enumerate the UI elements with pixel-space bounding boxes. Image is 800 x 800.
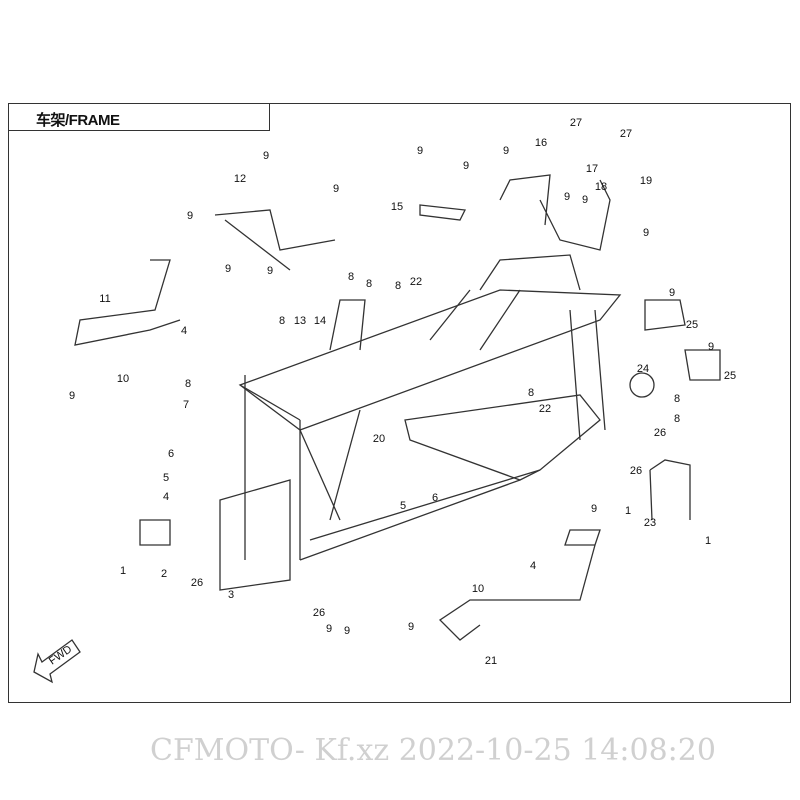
callout-9: 9: [463, 160, 469, 172]
watermark: CFMOTO- Kf.xz 2022-10-25 14:08:20: [150, 733, 716, 768]
callout-9: 9: [408, 621, 414, 633]
callout-19: 19: [640, 175, 652, 187]
callout-16: 16: [535, 137, 547, 149]
callout-7: 7: [183, 399, 189, 411]
callout-10: 10: [117, 373, 129, 385]
callout-9: 9: [669, 287, 675, 299]
callout-21: 21: [485, 655, 497, 667]
callout-26: 26: [191, 577, 203, 589]
callout-26: 26: [313, 607, 325, 619]
callout-8: 8: [348, 271, 354, 283]
callout-4: 4: [530, 560, 536, 572]
callout-5: 5: [400, 500, 406, 512]
callout-22: 22: [410, 276, 422, 288]
callout-9: 9: [225, 263, 231, 275]
callout-8: 8: [185, 378, 191, 390]
callout-9: 9: [333, 183, 339, 195]
callout-9: 9: [564, 191, 570, 203]
callout-9: 9: [344, 625, 350, 637]
callout-15: 15: [391, 201, 403, 213]
callout-9: 9: [503, 145, 509, 157]
diagram-title: 车架/FRAME: [36, 112, 120, 129]
watermark-text: CFMOTO- Kf.xz 2022-10-25 14:08:20: [150, 733, 716, 768]
fwd-label: FWD: [47, 643, 74, 667]
callout-5: 5: [163, 472, 169, 484]
callout-9: 9: [187, 210, 193, 222]
callout-9: 9: [643, 227, 649, 239]
callout-18: 18: [595, 181, 607, 193]
callout-9: 9: [708, 341, 714, 353]
atv-frame: [33, 174, 721, 684]
callout-26: 26: [630, 465, 642, 477]
callout-9: 9: [417, 145, 423, 157]
callout-2: 2: [161, 568, 167, 580]
callout-14: 14: [314, 315, 326, 327]
callout-8: 8: [395, 280, 401, 292]
callout-4: 4: [163, 491, 169, 503]
callout-8: 8: [366, 278, 372, 290]
callout-1: 1: [120, 565, 126, 577]
callout-25: 25: [724, 370, 736, 382]
callout-8: 8: [674, 393, 680, 405]
callout-4: 4: [181, 325, 187, 337]
callout-23: 23: [644, 517, 656, 529]
callout-9: 9: [326, 623, 332, 635]
callout-12: 12: [234, 173, 246, 185]
fwd-arrow-icon: [33, 639, 81, 684]
title-box: 车架/FRAME: [8, 103, 270, 131]
callout-9: 9: [591, 503, 597, 515]
callout-3: 3: [228, 589, 234, 601]
callout-26: 26: [654, 427, 666, 439]
callout-10: 10: [472, 583, 484, 595]
callout-27: 27: [620, 128, 632, 140]
diagram-border: [8, 103, 791, 703]
callout-8: 8: [279, 315, 285, 327]
callout-8: 8: [674, 413, 680, 425]
callout-13: 13: [294, 315, 306, 327]
callout-9: 9: [69, 390, 75, 402]
callout-8: 8: [528, 387, 534, 399]
callout-17: 17: [586, 163, 598, 175]
callout-1: 1: [625, 505, 631, 517]
callout-22: 22: [539, 403, 551, 415]
callout-24: 24: [637, 363, 649, 375]
callout-25: 25: [686, 319, 698, 331]
callout-20: 20: [373, 433, 385, 445]
callout-9: 9: [263, 150, 269, 162]
callout-9: 9: [582, 194, 588, 206]
callout-6: 6: [432, 492, 438, 504]
callout-6: 6: [168, 448, 174, 460]
callout-1: 1: [705, 535, 711, 547]
callout-11: 11: [99, 293, 110, 305]
callout-9: 9: [267, 265, 273, 277]
callout-27: 27: [570, 117, 582, 129]
